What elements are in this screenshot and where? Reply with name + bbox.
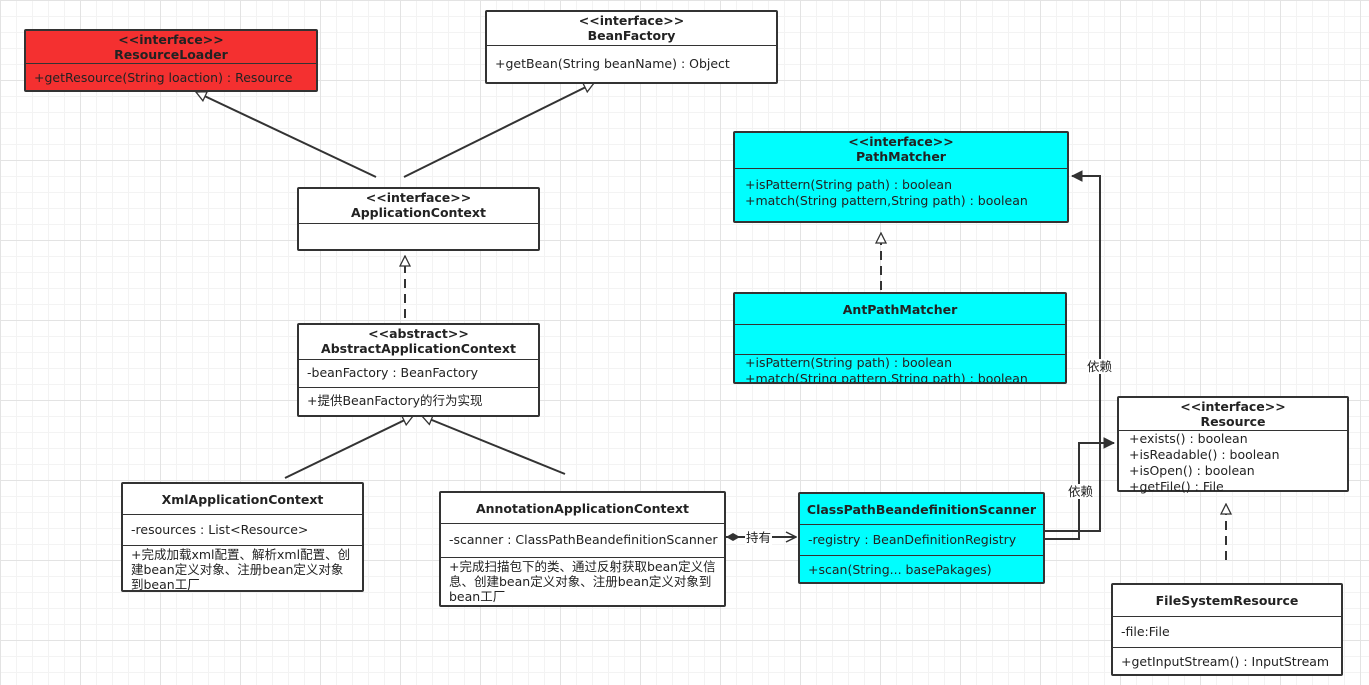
edge-appctx-to-resourceloader bbox=[196, 92, 377, 178]
abstractapplicationcontext-stereotype: <<abstract>> bbox=[368, 326, 469, 341]
filesystemresource-fields: -file:File bbox=[1113, 616, 1341, 647]
filesystemresource-methods: +getInputStream() : InputStream bbox=[1113, 647, 1341, 670]
method: +getInputStream() : InputStream bbox=[1121, 654, 1330, 669]
abstractapplicationcontext-name: AbstractApplicationContext bbox=[321, 341, 516, 356]
classpathscanner-class[interactable]: ClassPathBeandefinitionScanner -registry… bbox=[798, 492, 1045, 584]
field: -registry : BeanDefinitionRegistry bbox=[808, 532, 1017, 547]
annotationapplicationcontext-name: AnnotationApplicationContext bbox=[475, 501, 690, 516]
abstractapplicationcontext-fields: -beanFactory : BeanFactory bbox=[299, 359, 538, 387]
method: +match(String pattern,String path) : boo… bbox=[745, 193, 1028, 208]
beanfactory-name: BeanFactory bbox=[587, 28, 676, 43]
edge-appctx-to-beanfactory bbox=[403, 82, 594, 178]
resourceloader-header: <<interface>> ResourceLoader bbox=[26, 31, 316, 63]
antpathmatcher-fields bbox=[735, 324, 1065, 354]
applicationcontext-body bbox=[299, 223, 538, 250]
method: +scan(String... basePakages) bbox=[808, 562, 992, 577]
field: -file:File bbox=[1121, 624, 1170, 639]
has-label: 持有 bbox=[745, 530, 773, 545]
field: -beanFactory : BeanFactory bbox=[307, 365, 479, 380]
depends-pathmatcher-label: 依赖 bbox=[1086, 359, 1114, 374]
xmlapplicationcontext-header: XmlApplicationContext bbox=[123, 484, 362, 514]
classpathscanner-header: ClassPathBeandefinitionScanner bbox=[800, 494, 1043, 524]
annotationapplicationcontext-class[interactable]: AnnotationApplicationContext -scanner : … bbox=[439, 491, 726, 607]
edge-scanner-to-pathmatcher bbox=[1045, 176, 1101, 532]
applicationcontext-class[interactable]: <<interface>> ApplicationContext bbox=[297, 187, 540, 251]
classpathscanner-methods: +scan(String... basePakages) bbox=[800, 555, 1043, 578]
xmlapplicationcontext-class[interactable]: XmlApplicationContext -resources : List<… bbox=[121, 482, 364, 592]
resourceloader-stereotype: <<interface>> bbox=[118, 32, 224, 47]
resourceloader-name: ResourceLoader bbox=[114, 47, 228, 62]
method: +完成扫描包下的类、通过反射获取bean定义信息、创建bean定义对象、注册be… bbox=[449, 559, 716, 604]
method: +match(String pattern,String path) : boo… bbox=[745, 371, 1028, 382]
pathmatcher-name: PathMatcher bbox=[856, 149, 946, 164]
abstractapplicationcontext-methods: +提供BeanFactory的行为实现 bbox=[299, 387, 538, 409]
method: +完成加载xml配置、解析xml配置、创建bean定义对象、注册bean定义对象… bbox=[131, 547, 351, 592]
beanfactory-stereotype: <<interface>> bbox=[578, 13, 685, 28]
filesystemresource-name: FileSystemResource bbox=[1155, 593, 1299, 608]
filesystemresource-class[interactable]: FileSystemResource -file:File +getInputS… bbox=[1111, 583, 1343, 676]
antpathmatcher-name: AntPathMatcher bbox=[842, 302, 958, 317]
resource-class[interactable]: <<interface>> Resource +exists() : boole… bbox=[1117, 396, 1349, 495]
annotationapplicationcontext-methods: +完成扫描包下的类、通过反射获取bean定义信息、创建bean定义对象、注册be… bbox=[441, 557, 724, 604]
abstractapplicationcontext-header: <<abstract>> AbstractApplicationContext bbox=[299, 325, 538, 359]
filesystemresource-header: FileSystemResource bbox=[1113, 585, 1341, 616]
xmlapplicationcontext-name: XmlApplicationContext bbox=[161, 492, 324, 507]
pathmatcher-methods: +isPattern(String path) : boolean +match… bbox=[735, 168, 1067, 209]
resource-header: <<interface>> Resource bbox=[1119, 398, 1347, 430]
field: -resources : List<Resource> bbox=[131, 522, 309, 537]
method: +isPattern(String path) : boolean bbox=[745, 355, 953, 370]
method: +getFile() : File bbox=[1129, 479, 1224, 494]
resource-name: Resource bbox=[1200, 414, 1266, 429]
method: +isPattern(String path) : boolean bbox=[745, 177, 953, 192]
annotationapplicationcontext-header: AnnotationApplicationContext bbox=[441, 493, 724, 523]
method: +isOpen() : boolean bbox=[1129, 463, 1255, 478]
edge-annotation-to-abstract bbox=[422, 416, 566, 475]
method: +提供BeanFactory的行为实现 bbox=[307, 393, 483, 408]
beanfactory-header: <<interface>> BeanFactory bbox=[487, 12, 776, 45]
field: -scanner : ClassPathBeandefinitionScanne… bbox=[449, 532, 718, 547]
classpathscanner-fields: -registry : BeanDefinitionRegistry bbox=[800, 524, 1043, 555]
pathmatcher-header: <<interface>> PathMatcher bbox=[735, 133, 1067, 168]
abstractapplicationcontext-class[interactable]: <<abstract>> AbstractApplicationContext … bbox=[297, 323, 540, 417]
method: +getResource(String loaction) : Resource bbox=[34, 70, 293, 85]
resourceloader-methods: +getResource(String loaction) : Resource bbox=[26, 63, 316, 86]
beanfactory-class[interactable]: <<interface>> BeanFactory +getBean(Strin… bbox=[485, 10, 778, 84]
method: +isReadable() : boolean bbox=[1129, 447, 1280, 462]
resourceloader-class[interactable]: <<interface>> ResourceLoader +getResourc… bbox=[24, 29, 318, 92]
method: +exists() : boolean bbox=[1129, 431, 1248, 446]
xmlapplicationcontext-fields: -resources : List<Resource> bbox=[123, 514, 362, 545]
antpathmatcher-methods: +isPattern(String path) : boolean +match… bbox=[735, 354, 1065, 382]
applicationcontext-header: <<interface>> ApplicationContext bbox=[299, 189, 538, 223]
classpathscanner-name: ClassPathBeandefinitionScanner bbox=[806, 502, 1037, 517]
depends-resource-label: 依赖 bbox=[1067, 484, 1095, 499]
edge-xml-to-abstract bbox=[284, 415, 413, 479]
antpathmatcher-class[interactable]: AntPathMatcher +isPattern(String path) :… bbox=[733, 292, 1067, 384]
resource-stereotype: <<interface>> bbox=[1180, 399, 1286, 414]
method: +getBean(String beanName) : Object bbox=[495, 56, 730, 71]
antpathmatcher-header: AntPathMatcher bbox=[735, 294, 1065, 324]
resource-methods: +exists() : boolean +isReadable() : bool… bbox=[1119, 430, 1347, 495]
pathmatcher-stereotype: <<interface>> bbox=[848, 134, 954, 149]
annotationapplicationcontext-fields: -scanner : ClassPathBeandefinitionScanne… bbox=[441, 523, 724, 557]
pathmatcher-class[interactable]: <<interface>> PathMatcher +isPattern(Str… bbox=[733, 131, 1069, 223]
xmlapplicationcontext-methods: +完成加载xml配置、解析xml配置、创建bean定义对象、注册bean定义对象… bbox=[123, 545, 362, 592]
applicationcontext-name: ApplicationContext bbox=[351, 205, 486, 220]
beanfactory-methods: +getBean(String beanName) : Object bbox=[487, 45, 776, 72]
applicationcontext-stereotype: <<interface>> bbox=[365, 190, 472, 205]
